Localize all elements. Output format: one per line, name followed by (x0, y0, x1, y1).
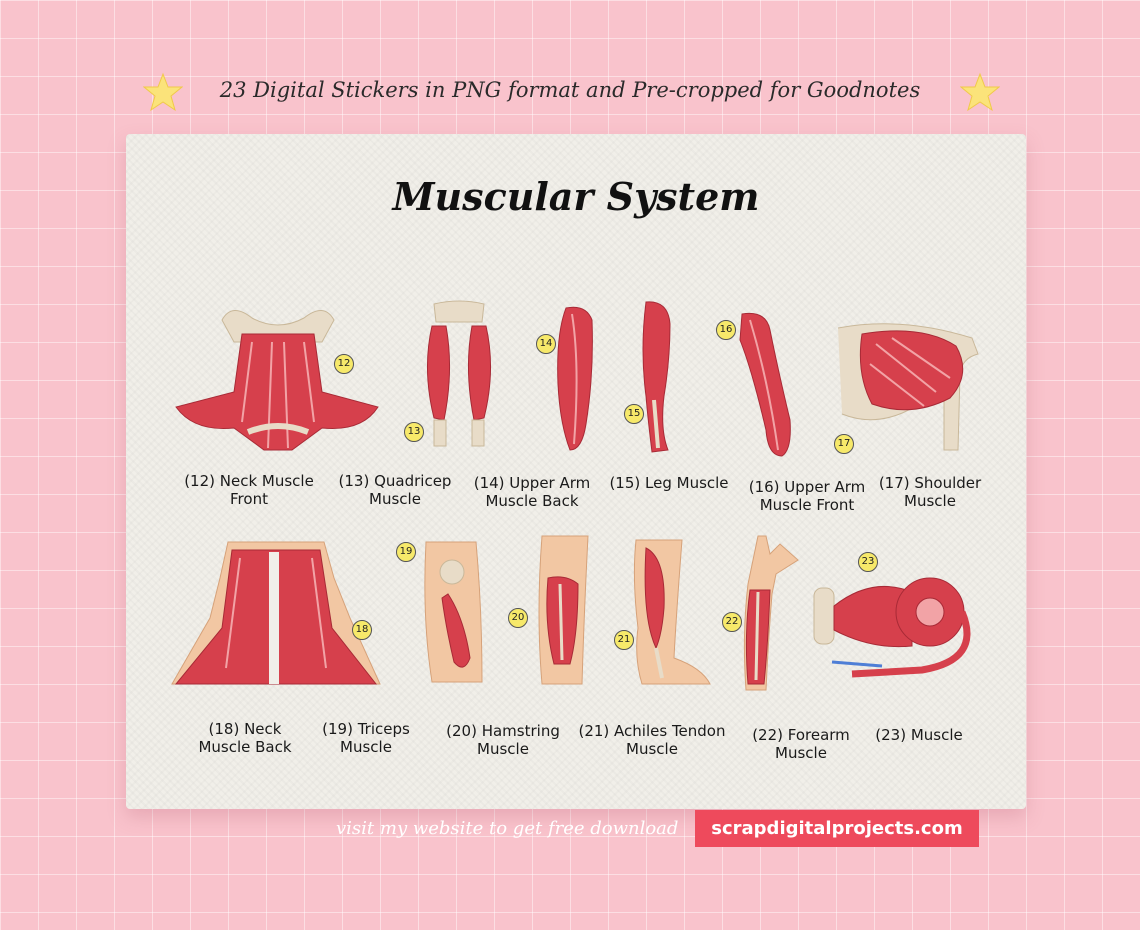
sticker-shoulder-muscle[interactable]: 17 (832, 314, 982, 454)
sticker-label: (22) Forearm Muscle (752, 726, 850, 762)
sticker-quadricep-muscle[interactable]: 13 (404, 300, 514, 450)
sticker-neck-muscle-back[interactable]: 18 (170, 538, 382, 690)
sticker-hamstring-muscle[interactable]: 20 (508, 534, 590, 686)
tagline: 23 Digital Stickers in PNG format and Pr… (219, 78, 921, 102)
number-badge: 19 (396, 542, 416, 562)
number-badge: 13 (404, 422, 424, 442)
visit-website-text: visit my website to get free download (336, 818, 679, 839)
website-button[interactable]: scrapdigitalprojects.com (695, 810, 979, 847)
sticker-label: (13) Quadricep Muscle (338, 472, 452, 508)
number-badge: 14 (536, 334, 556, 354)
number-badge: 18 (352, 620, 372, 640)
number-badge: 21 (614, 630, 634, 650)
number-badge: 17 (834, 434, 854, 454)
sticker-forearm-muscle[interactable]: 22 (720, 534, 804, 692)
number-badge: 12 (334, 354, 354, 374)
star-icon (142, 72, 184, 112)
sticker-card: Muscular System 12 (12) Neck Muscle Fron… (126, 134, 1026, 809)
number-badge: 15 (624, 404, 644, 424)
star-icon (959, 72, 1001, 112)
sticker-label: (20) Hamstring Muscle (446, 722, 560, 758)
number-badge: 23 (858, 552, 878, 572)
number-badge: 20 (508, 608, 528, 628)
sticker-label: (16) Upper Arm Muscle Front (748, 478, 866, 514)
page-title: Muscular System (392, 174, 760, 219)
sticker-upper-arm-muscle-front[interactable]: 16 (716, 310, 800, 460)
sticker-achiles-tendon-muscle[interactable]: 21 (612, 538, 714, 690)
sticker-label: (21) Achiles Tendon Muscle (578, 722, 726, 758)
sticker-triceps-muscle[interactable]: 19 (392, 538, 488, 688)
sticker-label: (23) Muscle (875, 726, 963, 744)
sticker-label: (18) Neck Muscle Back (198, 720, 292, 756)
sticker-leg-muscle[interactable]: 15 (624, 300, 684, 458)
sticker-label: (19) Triceps Muscle (322, 720, 410, 756)
sticker-label: (14) Upper Arm Muscle Back (473, 474, 591, 510)
sticker-muscle[interactable]: 23 (812, 550, 978, 696)
number-badge: 22 (722, 612, 742, 632)
sticker-upper-arm-muscle-back[interactable]: 14 (536, 304, 606, 454)
number-badge: 16 (716, 320, 736, 340)
sticker-label: (12) Neck Muscle Front (184, 472, 314, 508)
sticker-label: (15) Leg Muscle (609, 474, 729, 492)
sticker-neck-muscle-front[interactable]: 12 (172, 302, 384, 452)
sticker-label: (17) Shoulder Muscle (878, 474, 982, 510)
